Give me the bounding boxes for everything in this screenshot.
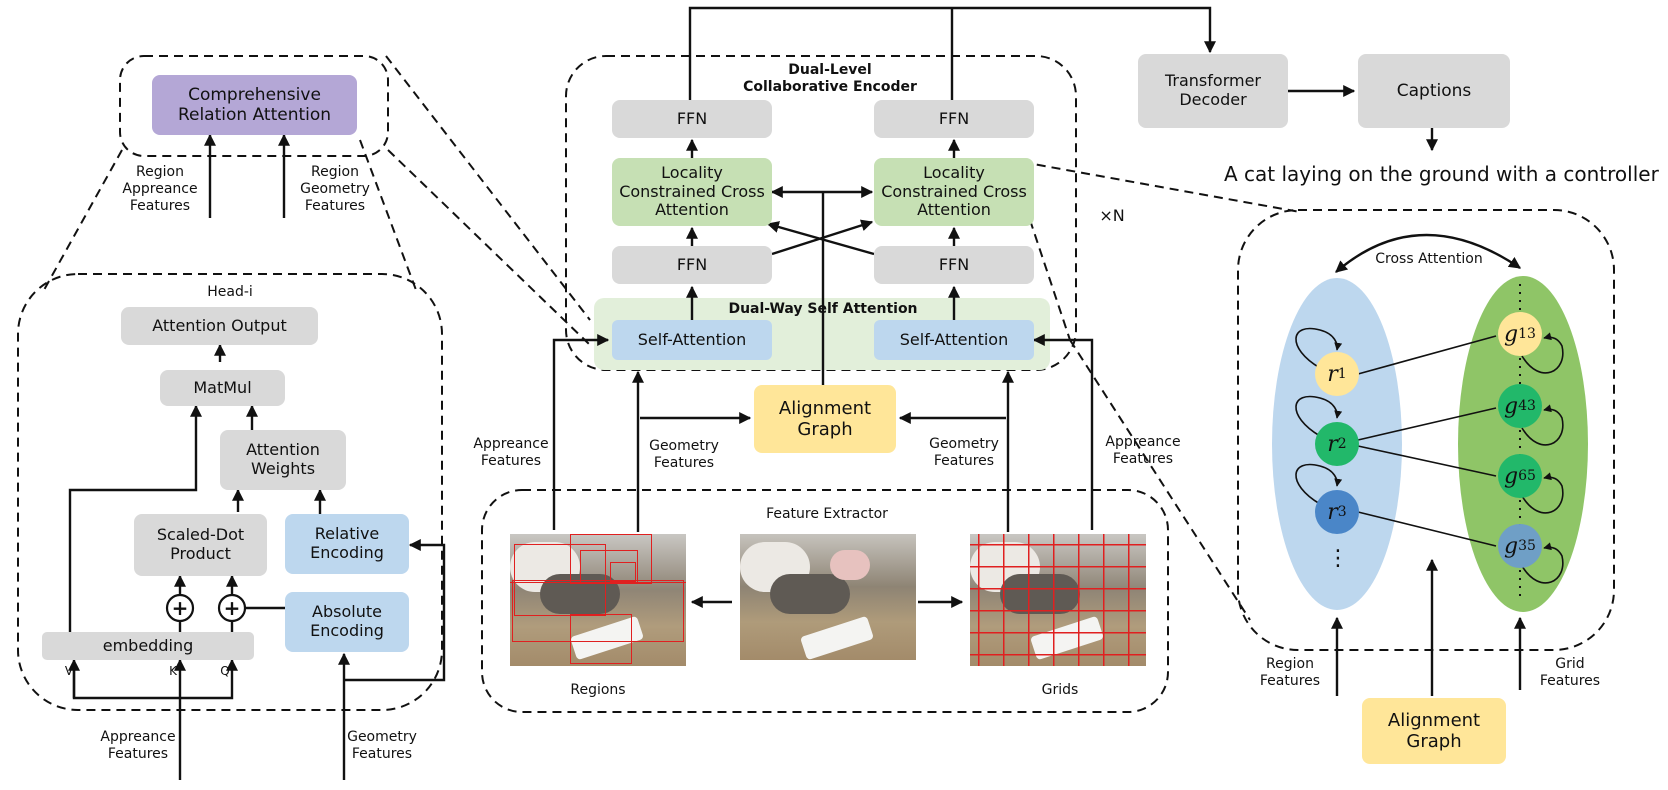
feature-extractor-title: Feature Extractor — [766, 506, 888, 522]
absolute-encoding-box: Absolute Encoding — [285, 592, 409, 652]
encoder-frame — [565, 55, 1077, 371]
transformer-decoder-box: Transformer Decoder — [1138, 54, 1288, 128]
comprehensive-relation-attention-box: Comprehensive Relation Attention — [152, 75, 357, 135]
region-geometry-features-label: Region Geometry Features — [300, 164, 370, 214]
self-attention-right-box: Self-Attention — [874, 320, 1034, 360]
matmul-box: MatMul — [160, 370, 285, 406]
ffn-top-left: FFN — [612, 100, 772, 138]
grid-node-subscript: 65 — [1518, 468, 1536, 484]
alignment-graph-center-box: Alignment Graph — [754, 385, 896, 453]
scaled-dot-product-box: Scaled-Dot Product — [134, 514, 267, 576]
grid-nodes — [1498, 312, 1542, 568]
k-label: K — [169, 664, 177, 678]
relative-encoding-box: Relative Encoding — [285, 514, 409, 574]
plus-symbol-2: + — [223, 596, 241, 620]
region-node-subscript: 1 — [1337, 366, 1347, 382]
region-ellipsis: ⋮ — [1327, 546, 1349, 571]
embedding-box: embedding — [42, 632, 254, 660]
appearance-features-left-label: Appreance Features — [473, 436, 549, 469]
region-node-r3 — [1315, 490, 1359, 534]
cra-zoom-frame — [119, 55, 389, 157]
grid-node-g43 — [1498, 384, 1542, 428]
v-label: V — [64, 664, 74, 678]
grid-features-label: Grid Features — [1539, 656, 1601, 689]
dual-way-self-attention-title: Dual-Way Self Attention — [728, 301, 918, 317]
ffn-top-right: FFN — [874, 100, 1034, 138]
grid-node-name: g — [1504, 533, 1519, 559]
cross-attention-label: Cross Attention — [1375, 251, 1483, 267]
region-appearance-features-label: Region Appreance Features — [122, 164, 198, 214]
add-nodes — [165, 593, 247, 623]
lcca-left-box: Locality Constrained Cross Attention — [612, 158, 772, 226]
grid-node-name: g — [1504, 393, 1519, 419]
graph-panel-frame — [1237, 209, 1615, 651]
grids-label: Grids — [1041, 682, 1079, 698]
alignment-graph-bottom-box: Alignment Graph — [1362, 698, 1506, 764]
feature-extractor-frame — [481, 489, 1169, 713]
region-node-name: r — [1327, 361, 1338, 387]
caption-text: A cat laying on the ground with a contro… — [1224, 162, 1659, 186]
grid-node-g65 — [1498, 454, 1542, 498]
region-node-subscript: 3 — [1337, 504, 1347, 520]
self-attention-left-box: Self-Attention — [612, 320, 772, 360]
region-node-name: r — [1327, 431, 1338, 457]
q-label: Q — [220, 664, 230, 678]
ffn-bottom-left: FFN — [612, 246, 772, 284]
grid-node-name: g — [1504, 321, 1519, 347]
captions-box: Captions — [1358, 54, 1510, 128]
attention-output-box: Attention Output — [121, 307, 318, 345]
geometry-features-right-label: Geometry Features — [929, 436, 999, 469]
geometry-features-input-label: Geometry Features — [347, 729, 417, 762]
grid-node-subscript: 13 — [1518, 326, 1536, 342]
source-image — [740, 534, 916, 660]
head-i-title: Head-i — [207, 284, 253, 300]
regions-image — [510, 534, 686, 666]
region-features-label: Region Features — [1259, 656, 1321, 689]
grids-image — [970, 534, 1146, 666]
region-node-subscript: 2 — [1337, 436, 1347, 452]
geometry-features-left-label: Geometry Features — [649, 438, 719, 471]
appearance-features-input-label: Appreance Features — [100, 729, 176, 762]
head-i-frame — [17, 273, 443, 711]
grid-node-subscript: 43 — [1518, 398, 1536, 414]
appearance-features-right-label: Appreance Features — [1105, 434, 1181, 467]
regions-label: Regions — [570, 682, 626, 698]
grid-node-name: g — [1504, 463, 1519, 489]
region-node-name: r — [1327, 499, 1338, 525]
grid-ellipse — [1458, 276, 1588, 612]
grid-node-g13 — [1498, 312, 1542, 356]
region-node-r2 — [1315, 422, 1359, 466]
encoder-title: Dual-Level Collaborative Encoder — [743, 62, 917, 95]
lcca-right-box: Locality Constrained Cross Attention — [874, 158, 1034, 226]
plus-symbol-1: + — [171, 596, 189, 620]
ffn-bottom-right: FFN — [874, 246, 1034, 284]
grid-node-subscript: 35 — [1518, 538, 1536, 554]
region-node-r1 — [1315, 352, 1359, 396]
grid-node-g35 — [1498, 524, 1542, 568]
repeat-label: ×N — [1099, 206, 1125, 225]
attention-weights-box: Attention Weights — [220, 430, 346, 490]
region-nodes — [1315, 352, 1359, 534]
